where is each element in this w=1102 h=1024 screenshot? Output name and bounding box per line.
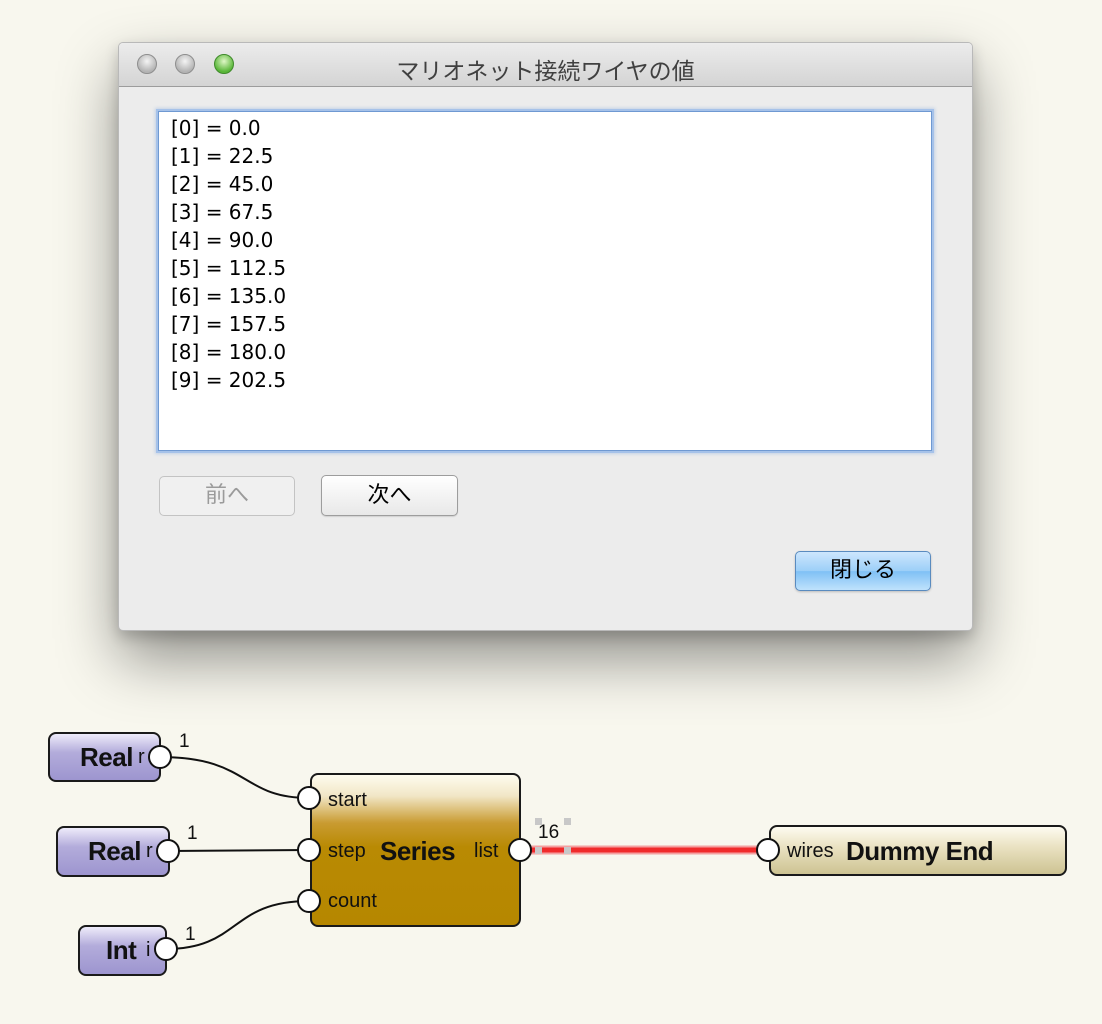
series-step-port[interactable]	[297, 838, 321, 862]
list-item[interactable]: [2] = 45.0	[171, 172, 274, 196]
wire-values-dialog: マリオネット接続ワイヤの値 [0] = 0.0 [1] = 22.5 [2] =…	[118, 42, 973, 631]
input-label-start: start	[328, 789, 367, 811]
wire-real1-start[interactable]	[159, 756, 310, 799]
output-count: 1	[185, 924, 196, 945]
list-item[interactable]: [9] = 202.5	[171, 368, 287, 392]
wire-real2-step[interactable]	[167, 849, 310, 852]
series-start-port[interactable]	[297, 786, 321, 810]
minimize-window-icon[interactable]	[175, 54, 195, 74]
previous-button[interactable]: 前へ	[159, 476, 295, 516]
node-label: Int	[106, 935, 137, 965]
list-item[interactable]: [6] = 135.0	[171, 284, 287, 308]
real-2-output-port[interactable]	[156, 839, 180, 863]
input-label-count: count	[328, 890, 377, 912]
output-label-list: list	[474, 840, 499, 862]
real-node-2[interactable]: Real r	[56, 826, 170, 877]
list-item[interactable]: [0] = 0.0	[171, 116, 261, 140]
selection-handle[interactable]	[564, 847, 571, 854]
list-item[interactable]: [8] = 180.0	[171, 340, 287, 364]
node-label: Real	[88, 836, 141, 866]
list-item[interactable]: [1] = 22.5	[171, 144, 274, 168]
int-node[interactable]: Int i	[78, 925, 167, 976]
port-label: r	[146, 840, 153, 862]
port-label: i	[146, 939, 151, 961]
dialog-title: マリオネット接続ワイヤの値	[396, 59, 695, 85]
next-button[interactable]: 次へ	[321, 475, 458, 516]
real-node-1[interactable]: Real r	[48, 732, 161, 782]
node-label: Real	[80, 742, 133, 772]
input-label-step: step	[328, 840, 366, 862]
series-node[interactable]: start step Series list count	[310, 773, 521, 927]
output-count: 16	[538, 822, 560, 843]
title-bar[interactable]: マリオネット接続ワイヤの値	[119, 43, 972, 87]
dummy-wires-input-port[interactable]	[756, 838, 780, 862]
wire-int-count[interactable]	[165, 900, 310, 950]
selection-handle[interactable]	[564, 818, 571, 825]
selection-handle[interactable]	[535, 847, 542, 854]
close-button[interactable]: 閉じる	[795, 551, 931, 591]
output-count: 1	[187, 823, 198, 844]
dummy-end-node[interactable]: wires Dummy End	[769, 825, 1067, 876]
list-item[interactable]: [3] = 67.5	[171, 200, 274, 224]
list-item[interactable]: [7] = 157.5	[171, 312, 287, 336]
series-list-output-port[interactable]	[508, 838, 532, 862]
node-label: Dummy End	[846, 836, 994, 866]
input-label-wires: wires	[787, 840, 834, 862]
values-list[interactable]: [0] = 0.0 [1] = 22.5 [2] = 45.0 [3] = 67…	[158, 111, 932, 451]
int-output-port[interactable]	[154, 937, 178, 961]
real-1-output-port[interactable]	[148, 745, 172, 769]
zoom-window-icon[interactable]	[214, 54, 234, 74]
close-window-icon[interactable]	[137, 54, 157, 74]
list-item[interactable]: [5] = 112.5	[171, 256, 287, 280]
node-label: Series	[380, 836, 456, 866]
selection-handle[interactable]	[535, 818, 542, 825]
port-label: r	[138, 746, 145, 768]
series-count-port[interactable]	[297, 889, 321, 913]
list-item[interactable]: [4] = 90.0	[171, 228, 274, 252]
output-count: 1	[179, 731, 190, 752]
